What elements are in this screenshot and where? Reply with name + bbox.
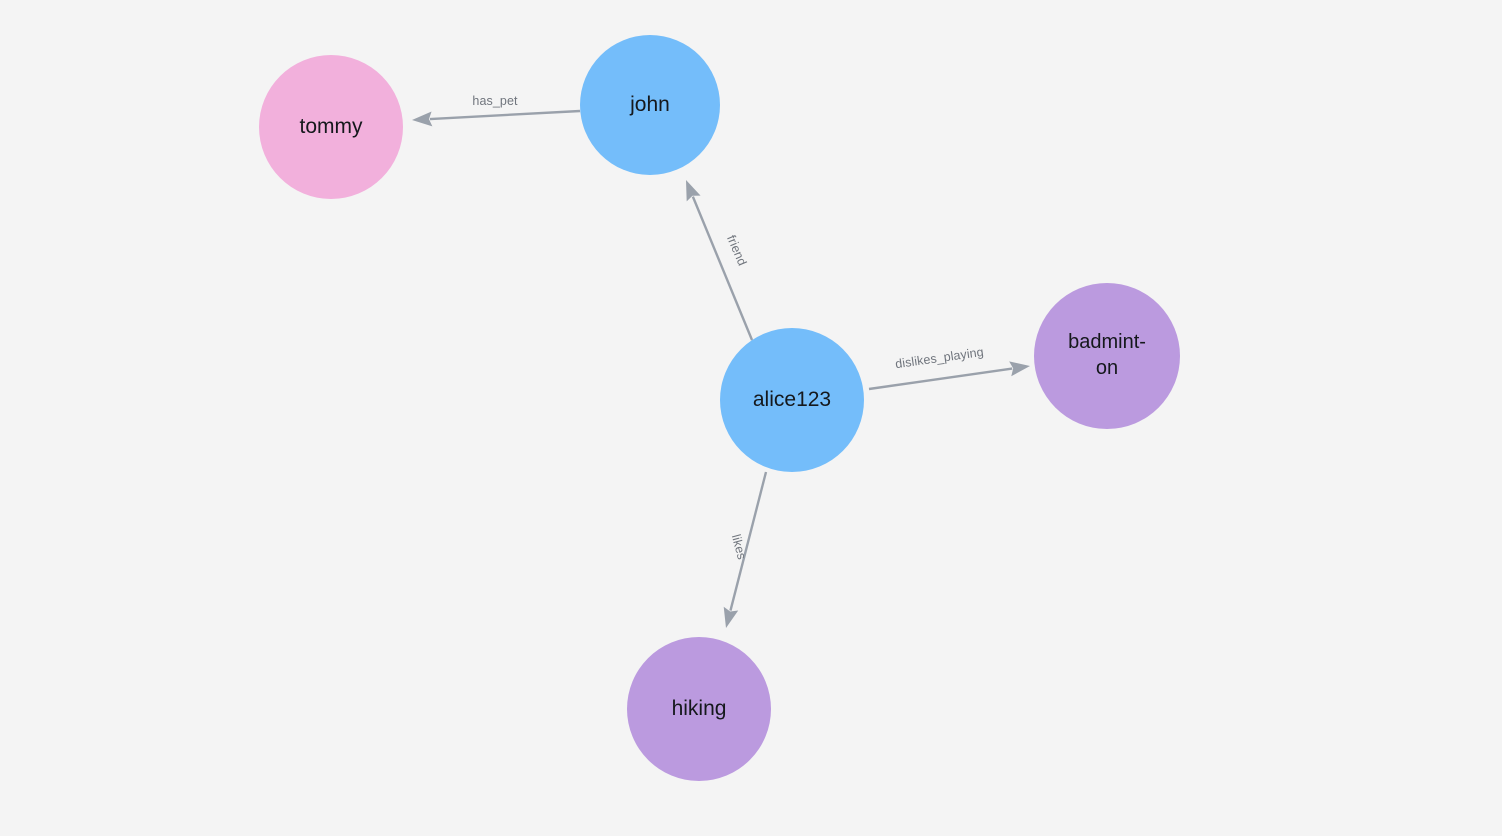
node-circle[interactable] (627, 637, 771, 781)
node-label-line: tommy (300, 115, 364, 138)
edge-label: likes (729, 533, 749, 561)
node-circle[interactable] (1034, 283, 1180, 429)
node-label: alice123 (753, 388, 831, 411)
edge-label: dislikes_playing (894, 345, 984, 371)
edge-line (429, 109, 581, 121)
node-label-line: alice123 (753, 388, 831, 411)
node-label: badmint-on (1068, 331, 1146, 379)
edge-label: has_pet (472, 94, 518, 108)
nodes-layer: tommy john alice123 badmint-on hiking (259, 35, 1180, 781)
node-circle[interactable] (580, 35, 720, 175)
node-label-line: badmint- (1068, 331, 1146, 353)
edge-line (691, 196, 754, 341)
edge-arrowhead-icon (1009, 361, 1030, 377)
graph-edge[interactable]: has_pet (412, 94, 581, 127)
edge-line (729, 471, 768, 611)
graph-node-tommy[interactable]: tommy (259, 55, 403, 199)
edge-line (868, 367, 1013, 391)
node-circle[interactable] (259, 55, 403, 199)
edge-arrowhead-icon (412, 111, 433, 127)
graph-edge[interactable]: dislikes_playing (868, 345, 1030, 391)
edge-arrowhead-icon (723, 606, 739, 628)
graph-edge[interactable]: likes (723, 471, 768, 628)
graph-node-alice123[interactable]: alice123 (720, 328, 864, 472)
graph-node-badminton[interactable]: badmint-on (1034, 283, 1180, 429)
graph-node-hiking[interactable]: hiking (627, 637, 771, 781)
node-label-line: on (1096, 357, 1118, 379)
node-circle[interactable] (720, 328, 864, 472)
node-label-line: john (629, 93, 670, 116)
edge-label: friend (724, 233, 749, 268)
edge-arrowhead-icon (686, 180, 701, 202)
node-label: hiking (672, 697, 727, 720)
node-label: tommy (300, 115, 364, 138)
node-label-line: hiking (672, 697, 727, 720)
graph-edge[interactable]: friend (686, 180, 754, 341)
graph-node-john[interactable]: john (580, 35, 720, 175)
node-label: john (629, 93, 670, 116)
